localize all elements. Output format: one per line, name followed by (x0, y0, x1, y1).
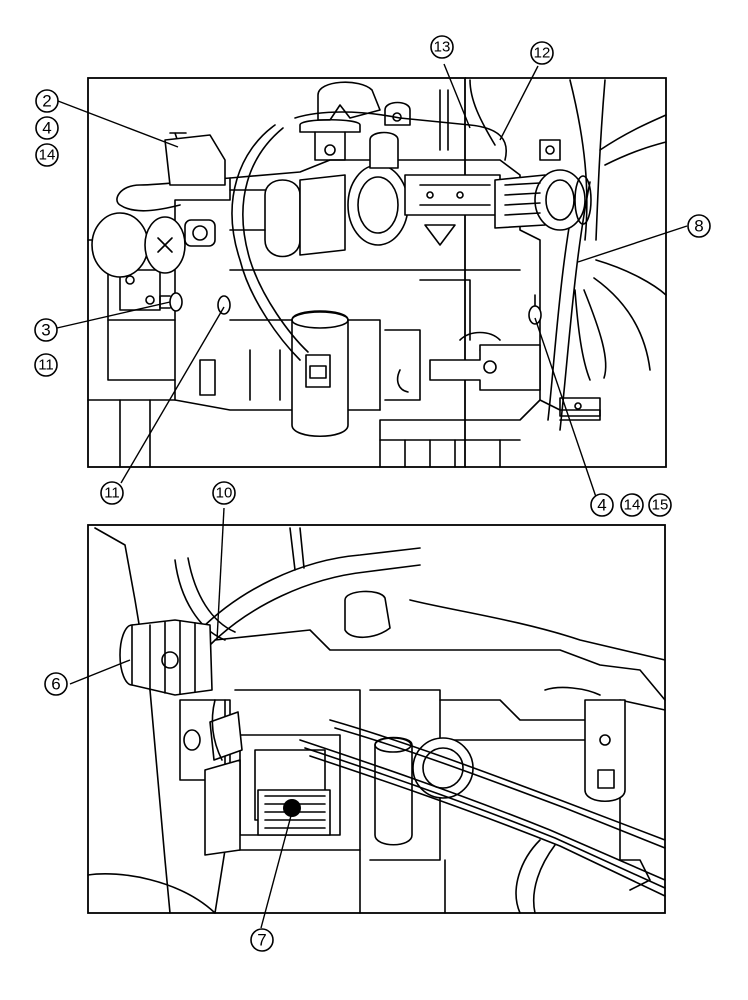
bottom-panel-frame (87, 524, 666, 914)
top-panel-frame-right (465, 77, 667, 468)
water-separator (544, 686, 626, 802)
svg-text:6: 6 (51, 675, 60, 694)
callout-8: 8 (687, 214, 711, 238)
oil-filler (412, 737, 474, 799)
coolant-pipe (396, 331, 541, 393)
callout-14-top: 14 (35, 143, 59, 167)
leader-4-14-15 (534, 317, 598, 501)
callout-3: 3 (34, 318, 58, 342)
svg-text:2: 2 (42, 92, 51, 111)
svg-text:12: 12 (534, 45, 551, 62)
svg-text:10: 10 (216, 485, 233, 502)
callout-4-bottom: 4 (590, 493, 614, 517)
oil-line (211, 699, 223, 761)
fuel-filter-top (291, 310, 349, 438)
engine-block-top (87, 159, 601, 468)
alternator-top (494, 169, 592, 231)
leader-2 (57, 100, 179, 148)
oil-pressure-sender (159, 292, 183, 312)
callout-6: 6 (44, 672, 68, 696)
injector-lines (299, 719, 666, 897)
callout-10: 10 (212, 481, 236, 505)
solenoid-marker (283, 799, 301, 817)
svg-text:3: 3 (41, 321, 50, 340)
fuel-filter-bottom (374, 736, 413, 846)
svg-text:4: 4 (42, 119, 51, 138)
callout-13: 13 (430, 35, 454, 59)
fuel-injection-pump (257, 789, 331, 836)
top-panel (56, 63, 688, 501)
leader-11 (120, 306, 225, 484)
svg-text:7: 7 (257, 931, 266, 950)
svg-text:14: 14 (624, 497, 641, 514)
svg-text:11: 11 (38, 357, 54, 374)
callout-11-bottom: 11 (100, 481, 124, 505)
air-intake-hose (199, 527, 666, 661)
leader-12 (499, 65, 539, 141)
cab-edge (94, 527, 171, 914)
exhaust-manifold (404, 174, 501, 246)
svg-text:14: 14 (39, 147, 56, 164)
svg-text:15: 15 (652, 497, 669, 514)
callout-2: 2 (35, 89, 59, 113)
svg-text:4: 4 (597, 496, 606, 515)
callout-12: 12 (530, 41, 554, 65)
turbocharger (229, 131, 409, 258)
leader-13 (443, 63, 471, 129)
breather-hose (231, 124, 301, 361)
callout-14-bottom: 14 (620, 493, 644, 517)
temp-sender (217, 295, 231, 315)
intake-elbow (299, 81, 411, 161)
coolant-temp-sender (528, 294, 542, 325)
leader-10 (216, 507, 225, 641)
leader-3 (56, 301, 171, 329)
svg-text:11: 11 (104, 485, 120, 502)
callout-11-left: 11 (34, 353, 58, 377)
leader-6 (69, 659, 131, 685)
callout-4-top: 4 (35, 116, 59, 140)
starter-motor (183, 711, 243, 856)
crank-pulley (91, 212, 216, 278)
cooling-fan (569, 79, 667, 381)
svg-text:8: 8 (694, 217, 703, 236)
callout-7: 7 (250, 928, 274, 952)
alternator-bottom (119, 619, 213, 696)
bottom-panel (69, 507, 666, 929)
leader-7 (260, 811, 293, 929)
leader-8 (577, 225, 688, 263)
top-panel-frame (87, 77, 466, 468)
callout-15: 15 (648, 493, 672, 517)
alternator-terminal (539, 139, 561, 161)
top-fitting (164, 132, 226, 186)
svg-text:13: 13 (434, 39, 451, 56)
